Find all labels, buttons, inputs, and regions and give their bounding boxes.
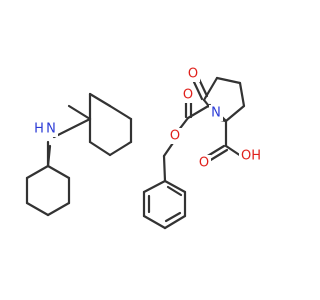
n-ring-a-bond	[52, 117, 92, 139]
molecule-drawing: H N	[25, 66, 263, 230]
ketone-o-label: O	[186, 66, 200, 82]
structure-canvas: H N	[25, 66, 263, 230]
amine-nh-label: H N	[34, 121, 58, 137]
cyclohexyl-ring-a-hexagon	[67, 104, 92, 121]
ketone-o-atom: O	[188, 67, 198, 82]
cyclohexyl-ring-a	[88, 92, 133, 157]
amine-n-atom: N	[46, 122, 56, 137]
acid-oh-label: OH	[239, 148, 263, 164]
acid-oh-bond	[224, 144, 243, 158]
dicyclohexylamine: H N	[25, 92, 133, 217]
ring-n-label: N	[209, 105, 223, 121]
carbamate-carbonyl-o-atom: O	[183, 88, 193, 103]
ch2-phenyl-bond	[162, 154, 167, 183]
amine-h-atom: H	[34, 122, 44, 137]
acid-oh-atom: OH	[241, 149, 261, 164]
acid-carbonyl-o-atom: O	[199, 156, 209, 171]
ring-n-atom: N	[211, 106, 221, 121]
acid-carbonyl-o-label: O	[197, 155, 211, 171]
benzene-ring	[142, 179, 187, 230]
carbamate-ester-o-label: O	[168, 128, 182, 144]
carbamate-double-bond	[184, 101, 193, 119]
z-pyroglutamic-acid: N O O O O OH	[142, 66, 263, 230]
carbamate-ester-o-atom: O	[170, 129, 180, 144]
ketone-double-bond	[192, 77, 209, 101]
cyclohexyl-ring-b	[25, 140, 71, 217]
carbamate-carbonyl-o-label: O	[181, 87, 195, 103]
n-ring-b-bond	[46, 144, 52, 168]
